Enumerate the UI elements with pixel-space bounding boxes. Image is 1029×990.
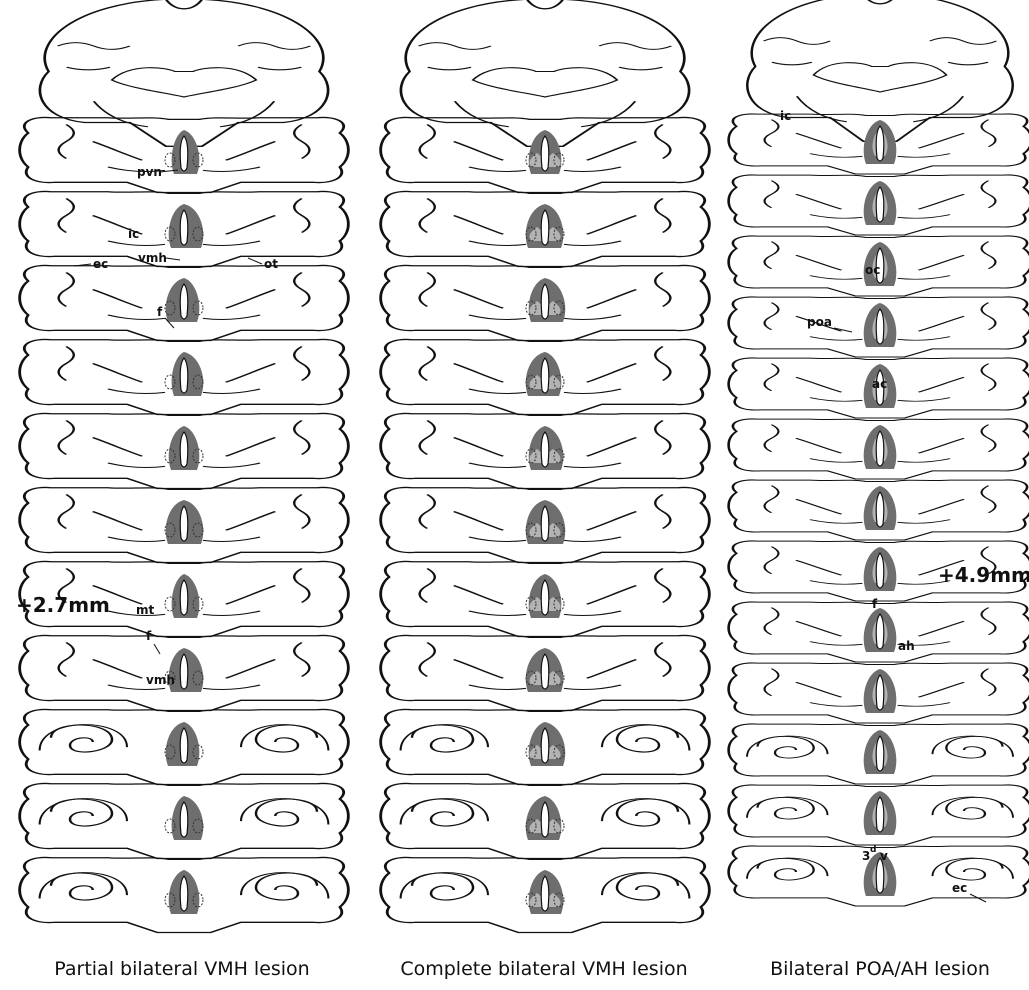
label-pvn: pvn <box>137 165 162 179</box>
whole-brain-section <box>40 0 328 146</box>
coronal-section <box>729 419 1029 479</box>
third-ventricle <box>180 728 188 763</box>
panel-poaah: icocpoaac+4.9mmfah3dvec <box>729 0 1029 906</box>
panel-partial: pvn ic ec vmh ot f mt f vmh +2.7mm <box>16 0 348 932</box>
third-ventricle <box>876 309 884 344</box>
third-ventricle <box>180 802 188 837</box>
annotation-leader <box>248 258 262 264</box>
label-ec: ec <box>952 881 967 895</box>
third-ventricle <box>541 136 549 171</box>
whole-brain-section <box>401 0 689 146</box>
third-ventricle <box>180 358 188 393</box>
coronal-section <box>381 709 710 784</box>
coronal-section <box>381 339 710 414</box>
coronal-section <box>729 846 1029 906</box>
third-ventricle <box>541 580 549 615</box>
third-ventricle <box>541 802 549 837</box>
label-mt: mt <box>136 603 155 617</box>
label-ic: ic <box>780 109 791 123</box>
third-ventricle <box>541 876 549 911</box>
panel-title-partial: Partial bilateral VMH lesion <box>54 958 309 980</box>
coronal-section <box>381 413 710 488</box>
label-vmh: vmh <box>138 251 167 265</box>
coronal-section <box>381 191 710 266</box>
third-ventricle <box>180 876 188 911</box>
third-ventricle <box>876 492 884 527</box>
coronal-section <box>729 663 1029 723</box>
label-ic: ic <box>128 227 139 241</box>
third-ventricle <box>876 126 884 161</box>
third-ventricle <box>180 506 188 541</box>
coronal-section <box>729 480 1029 540</box>
third-ventricle <box>180 284 188 319</box>
coronal-section <box>381 783 710 858</box>
label-vmh-lower: vmh <box>146 673 175 687</box>
coronal-section <box>729 175 1029 235</box>
label-ah: ah <box>898 639 915 653</box>
coronal-section <box>20 339 349 414</box>
level-marker: +4.9mm <box>938 563 1029 587</box>
third-ventricle <box>876 675 884 710</box>
coronal-section <box>729 297 1029 357</box>
third-ventricle <box>876 858 884 893</box>
third-ventricle <box>876 553 884 588</box>
annotation-leader <box>154 644 160 654</box>
coronal-section <box>20 635 349 710</box>
coronal-section <box>20 857 349 932</box>
third-ventricle <box>180 432 188 467</box>
coronal-section <box>729 785 1029 845</box>
label-f: f <box>157 305 163 319</box>
third-ventricle <box>876 797 884 832</box>
panel-complete <box>381 0 710 932</box>
coronal-section <box>381 857 710 932</box>
label-f-lower: f <box>146 629 152 643</box>
label-third-ventricle-sup: d <box>870 845 876 855</box>
coronal-section <box>20 709 349 784</box>
coronal-section <box>20 487 349 562</box>
coronal-section <box>20 117 349 192</box>
label-ac: ac <box>872 377 887 391</box>
third-ventricle <box>180 136 188 171</box>
coronal-section <box>20 191 349 266</box>
third-ventricle <box>541 432 549 467</box>
label-ot: ot <box>264 257 278 271</box>
label-ec: ec <box>93 257 108 271</box>
third-ventricle <box>180 580 188 615</box>
third-ventricle <box>541 284 549 319</box>
label-poa: poa <box>807 315 832 329</box>
coronal-section <box>729 724 1029 784</box>
coronal-section <box>381 635 710 710</box>
level-marker: +2.7mm <box>16 593 110 617</box>
coronal-section <box>20 413 349 488</box>
panel-title-complete: Complete bilateral VMH lesion <box>400 958 687 980</box>
label-oc: oc <box>865 263 880 277</box>
label-third-ventricle-v: v <box>880 849 888 863</box>
panel-title-poaah: Bilateral POA/AH lesion <box>770 958 990 980</box>
third-ventricle <box>876 614 884 649</box>
third-ventricle <box>541 358 549 393</box>
coronal-section <box>20 265 349 340</box>
coronal-section <box>381 487 710 562</box>
third-ventricle <box>876 431 884 466</box>
label-f: f <box>872 597 878 611</box>
coronal-section <box>381 117 710 192</box>
coronal-section <box>729 602 1029 662</box>
third-ventricle <box>876 187 884 222</box>
third-ventricle <box>876 736 884 771</box>
coronal-section <box>729 114 1029 174</box>
third-ventricle <box>180 654 188 689</box>
third-ventricle <box>180 210 188 245</box>
third-ventricle <box>541 654 549 689</box>
coronal-section <box>381 561 710 636</box>
coronal-section <box>381 265 710 340</box>
coronal-section <box>20 783 349 858</box>
third-ventricle <box>541 210 549 245</box>
third-ventricle <box>541 728 549 763</box>
third-ventricle <box>541 506 549 541</box>
annotation-leader <box>166 258 180 260</box>
